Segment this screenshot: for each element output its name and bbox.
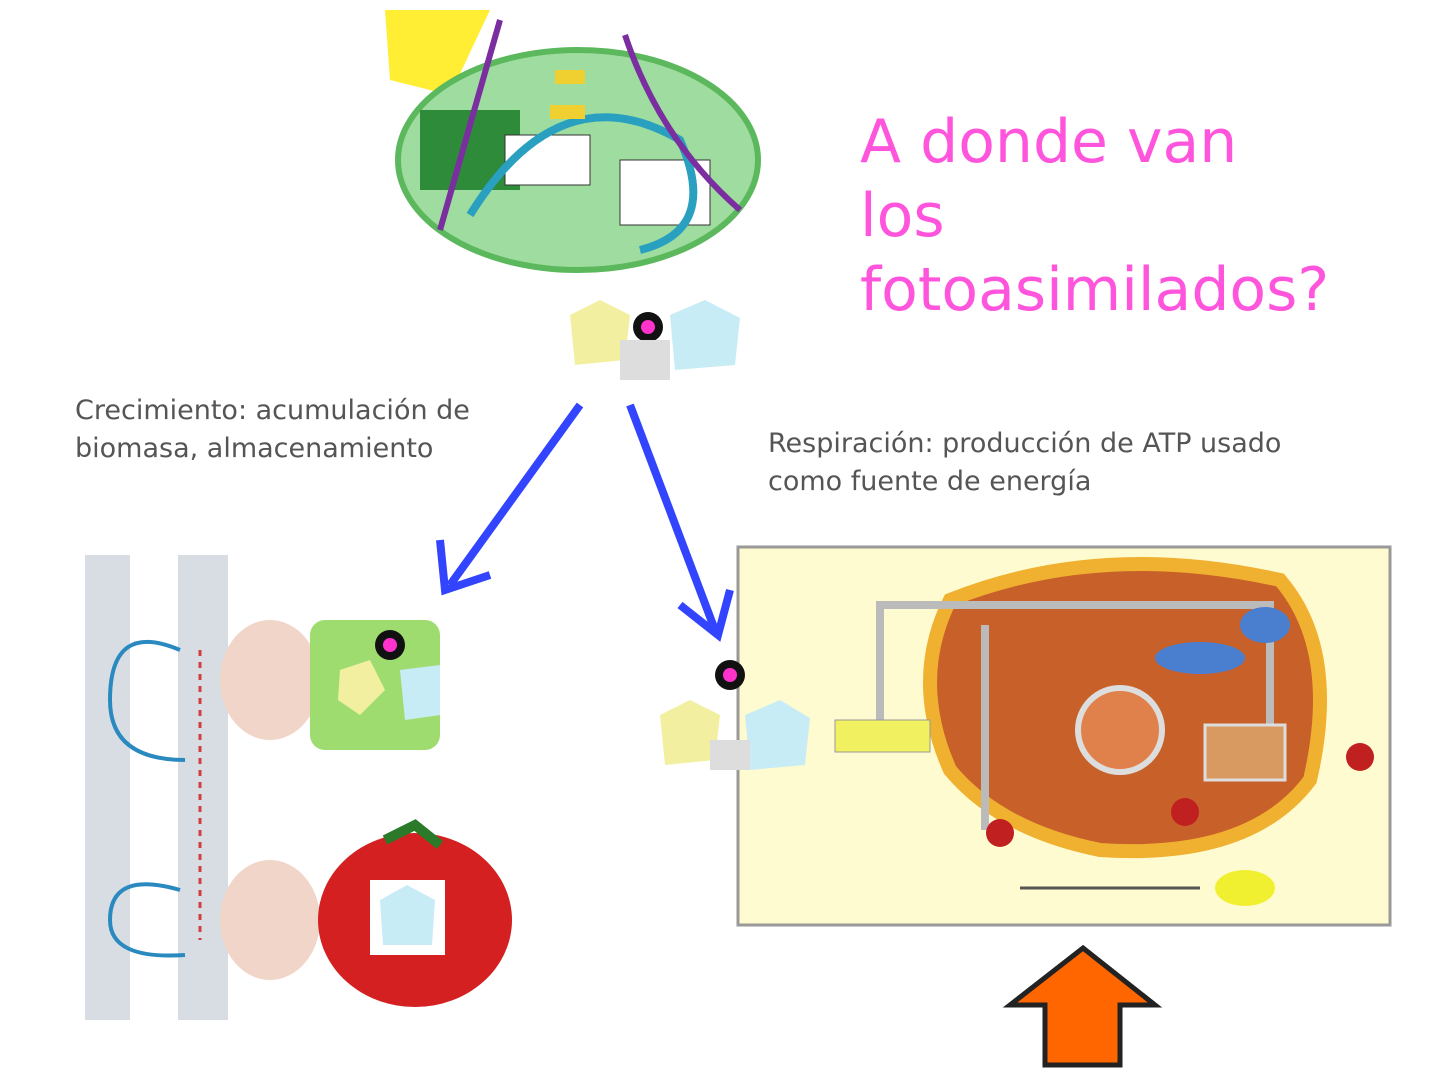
sucrose-molecule-icon [660,660,810,770]
slide-title: A donde van los fotoasimilados? [860,107,1330,325]
arrow-to-respiration [626,403,734,642]
orange-up-arrow [1002,944,1163,1068]
arrow-to-growth [436,402,584,596]
chloroplast-illustration [395,19,761,273]
phloem-illustration [85,555,440,1020]
growth-caption: Crecimiento: acumulación de biomasa, alm… [75,395,470,464]
tomato-icon [318,819,512,1007]
sucrose-molecule-icon [570,300,740,380]
mitochondrion-panel [736,545,1392,927]
sun-icon [385,10,490,95]
respiration-caption: Respiración: producción de ATP usado com… [768,428,1282,497]
